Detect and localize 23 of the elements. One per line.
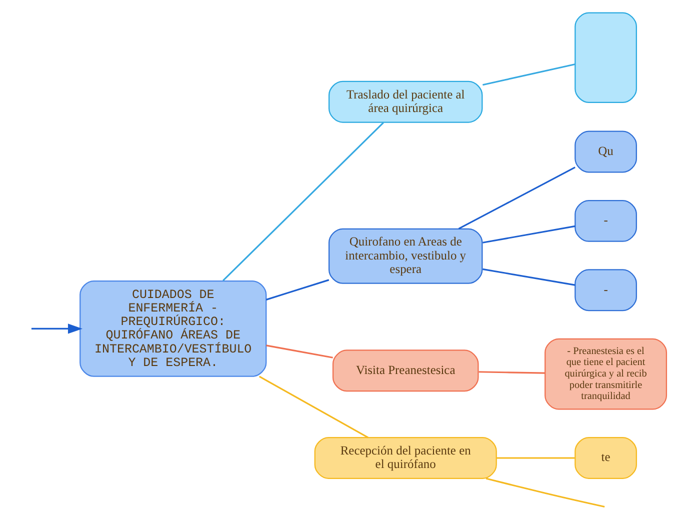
node-box: Traslado del paciente al área quirúrgica: [328, 80, 482, 123]
node-box: CUIDADOS DE ENFERMERÍA - PREQUIRÚRGICO: QUIRÓFANO ÁREAS DE INTERCAMBIO/VESTÍBULO Y DE ESPERA.: [79, 280, 266, 377]
arrow: [30, 324, 82, 334]
node-box: Quirofano en Areas de intercambio, vestibulo y espera: [328, 228, 482, 284]
node-box: Recepción del paciente en el quirófano: [314, 437, 496, 479]
connector: [222, 122, 384, 282]
node-box: -: [574, 269, 636, 312]
node-box: te: [574, 437, 636, 479]
node-box: [574, 12, 636, 103]
node-box: - Preanestesia es el que tiene el pacient quirúrgica y al recib poder transmitirle tranquilidad: [544, 338, 667, 410]
connector: [482, 268, 575, 286]
connector: [496, 457, 574, 459]
connector: [482, 63, 575, 86]
node-box: Qu: [574, 130, 636, 173]
connector: [458, 166, 575, 230]
connector: [266, 344, 332, 358]
connector: [258, 376, 368, 438]
connector: [266, 279, 329, 300]
connector: [478, 371, 545, 374]
node-box: Visita Preanestesica: [332, 350, 478, 392]
connector: [485, 478, 604, 508]
node-box: -: [574, 200, 636, 242]
connector: [482, 225, 575, 244]
